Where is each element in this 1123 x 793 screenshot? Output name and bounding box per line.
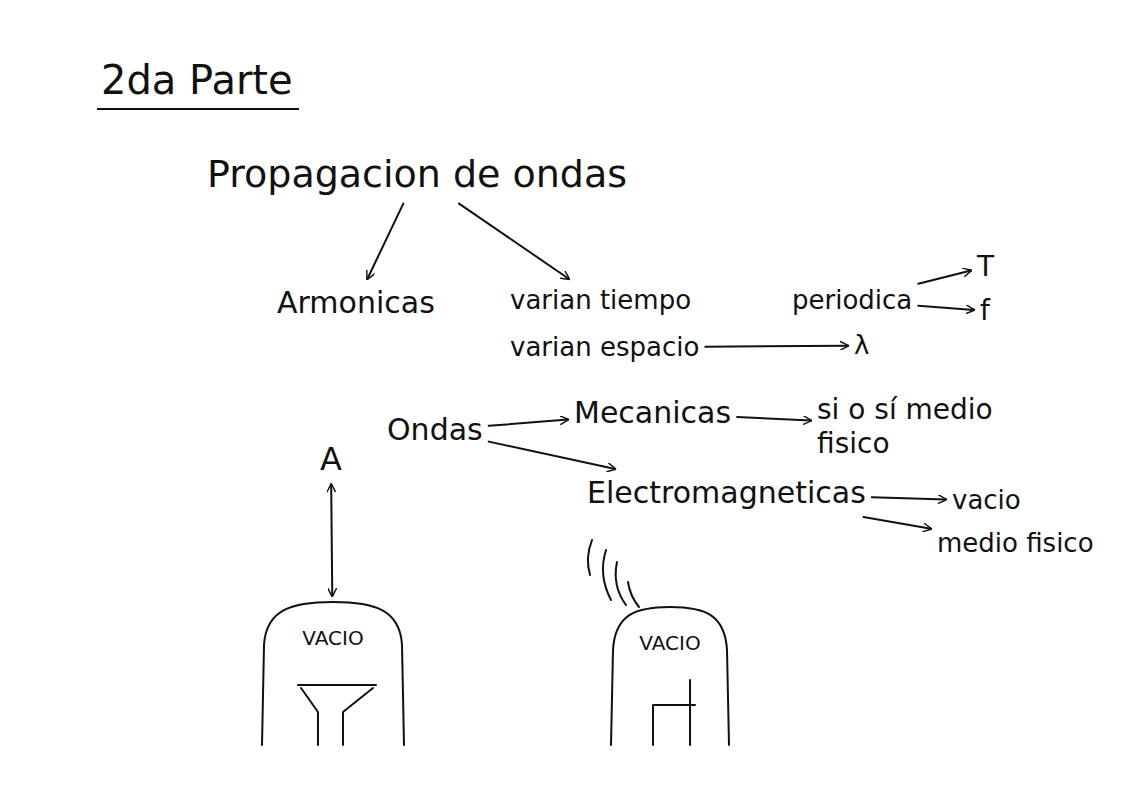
branch-text: varian tiempo bbox=[508, 283, 693, 318]
amplitude-text: A bbox=[318, 438, 344, 480]
node-label: f bbox=[980, 294, 990, 328]
node-label: varian espacio bbox=[510, 332, 699, 363]
connector-arrow bbox=[459, 204, 569, 279]
connector-arrow bbox=[367, 204, 403, 279]
wave-mark bbox=[616, 562, 626, 605]
node-label: periodica bbox=[792, 285, 912, 316]
connector-arrow bbox=[872, 497, 946, 499]
connector-arrow bbox=[918, 306, 974, 310]
node-label: VACIO bbox=[609, 631, 731, 655]
page-title: 2da Parte bbox=[97, 56, 299, 110]
connector-arrow bbox=[489, 420, 568, 426]
connector-arrow bbox=[489, 442, 616, 469]
node-label: varian tiempo bbox=[510, 285, 691, 316]
stand-leg bbox=[343, 688, 373, 745]
bell-jar: VACIO bbox=[607, 605, 733, 745]
node-label: T bbox=[977, 250, 994, 284]
bell-jar-outline bbox=[607, 605, 733, 745]
connector-arrow bbox=[737, 417, 811, 420]
medium-text: medio fisico bbox=[935, 526, 1096, 561]
wave-mark bbox=[603, 550, 611, 600]
bell-jar-line bbox=[262, 602, 404, 745]
wave-mark bbox=[628, 582, 639, 607]
branch-text: Armonicas bbox=[275, 283, 437, 323]
node-label: Propagacion de ondas bbox=[207, 152, 627, 198]
bell-jar: VACIO bbox=[258, 600, 408, 745]
symbol-text: f bbox=[978, 292, 992, 330]
topic-text: Propagacion de ondas bbox=[205, 150, 629, 200]
medium-text: vacio bbox=[950, 483, 1023, 518]
node-label: Mecanicas bbox=[574, 395, 731, 431]
node-label: vacio bbox=[952, 485, 1021, 516]
topic-text: Ondas bbox=[385, 410, 485, 450]
node-label: si o sí medio fisico bbox=[817, 393, 1063, 460]
node-label: VACIO bbox=[260, 626, 406, 650]
note-text: si o sí medio fisico bbox=[815, 391, 1065, 462]
wave-mark bbox=[588, 540, 592, 575]
category-text: Mecanicas bbox=[572, 393, 733, 433]
bell-jar-outline bbox=[258, 600, 408, 745]
branch-text: varian espacio bbox=[508, 330, 701, 365]
node-label: λ bbox=[854, 330, 869, 361]
node-label: A bbox=[320, 440, 342, 478]
connector-arrow bbox=[331, 484, 332, 596]
stand-top bbox=[298, 684, 376, 686]
category-text: Electromagneticas bbox=[585, 473, 868, 513]
connector-arrow bbox=[863, 517, 931, 529]
symbol-text: λ bbox=[852, 328, 871, 363]
symbol-text: T bbox=[975, 248, 996, 286]
property-text: periodica bbox=[790, 283, 914, 318]
bell-jar-line bbox=[611, 607, 729, 745]
node-label: Armonicas bbox=[277, 285, 435, 321]
connector-arrow bbox=[918, 270, 971, 283]
stand-leg bbox=[301, 688, 318, 745]
device-base bbox=[653, 705, 695, 745]
node-label: Ondas bbox=[387, 412, 483, 448]
connector-arrow bbox=[705, 346, 848, 347]
device-post bbox=[689, 680, 691, 745]
node-label: Electromagneticas bbox=[587, 475, 866, 511]
node-label: medio fisico bbox=[937, 528, 1094, 559]
